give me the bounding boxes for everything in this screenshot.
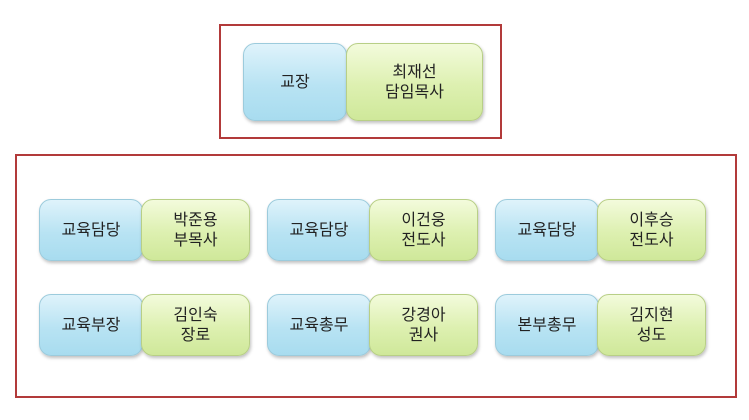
- member-role-box: 교육담당: [39, 199, 143, 261]
- member-name-label: 강경아 권사: [401, 305, 446, 344]
- member-role-label: 교육담당: [517, 220, 577, 239]
- member-role-box: 교육부장: [39, 294, 143, 356]
- member-name-label: 박준용 부목사: [173, 210, 218, 249]
- staff-frame: [15, 154, 737, 398]
- member-name-label: 김지현 성도: [629, 305, 674, 344]
- member-role-box: 본부총무: [495, 294, 599, 356]
- member-name-label: 김인숙 장로: [173, 305, 218, 344]
- member-role-box: 교육총무: [267, 294, 371, 356]
- leader-name-box: 최재선 담임목사: [346, 43, 483, 121]
- member-name-box: 박준용 부목사: [141, 199, 250, 261]
- member-name-box: 이후승 전도사: [597, 199, 706, 261]
- member-role-label: 교육총무: [289, 315, 349, 334]
- member-name-label: 이건웅 전도사: [401, 210, 446, 249]
- leader-role-label: 교장: [280, 72, 310, 91]
- member-name-box: 이건웅 전도사: [369, 199, 478, 261]
- member-role-label: 교육담당: [61, 220, 121, 239]
- leader-name-label: 최재선 담임목사: [385, 62, 444, 101]
- member-role-label: 교육담당: [289, 220, 349, 239]
- member-name-box: 김지현 성도: [597, 294, 706, 356]
- member-role-box: 교육담당: [267, 199, 371, 261]
- member-role-label: 교육부장: [61, 315, 121, 334]
- member-name-box: 김인숙 장로: [141, 294, 250, 356]
- leader-frame: [219, 24, 502, 139]
- member-name-label: 이후승 전도사: [629, 210, 674, 249]
- leader-role-box: 교장: [243, 43, 347, 121]
- member-role-box: 교육담당: [495, 199, 599, 261]
- member-name-box: 강경아 권사: [369, 294, 478, 356]
- member-role-label: 본부총무: [517, 315, 577, 334]
